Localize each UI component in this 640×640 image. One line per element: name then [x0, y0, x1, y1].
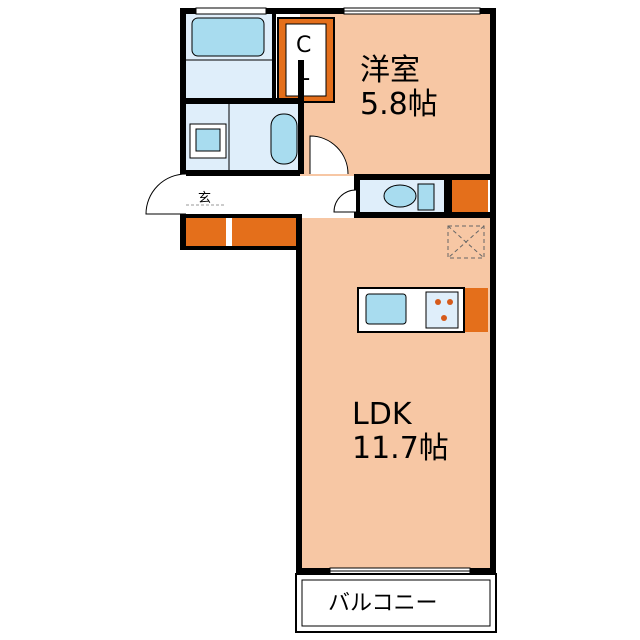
balcony-floor: [302, 574, 490, 624]
shoe-storage-left: [186, 218, 226, 246]
washing-machine-drum: [195, 128, 221, 152]
western-room-name: 洋室: [360, 53, 420, 88]
stove: [425, 291, 459, 329]
fridge-space: [462, 288, 488, 332]
western-room-size: 5.8帖: [360, 87, 438, 122]
shoe-storage-right: [232, 218, 300, 246]
ldk-name: LDK: [352, 397, 413, 432]
kitchen-sink: [365, 293, 407, 325]
wash-basin: [270, 113, 298, 165]
balcony-label: バルコニー: [328, 591, 438, 616]
western-room-door: [309, 135, 349, 175]
bathtub: [191, 17, 265, 57]
ldk-size: 11.7帖: [352, 431, 449, 466]
closet-label-l: L: [297, 61, 310, 86]
toilet-bowl: [383, 184, 417, 208]
ceiling-hatch: [447, 225, 485, 259]
window-bath: [195, 7, 267, 15]
ldk-floor: [302, 218, 490, 568]
entrance-label: 玄: [198, 191, 211, 206]
entrance-floor: [186, 176, 226, 216]
toilet-door: [333, 189, 357, 213]
balcony-outline: [295, 573, 497, 633]
closet-label-c: C: [296, 33, 311, 58]
entrance-door: [145, 173, 187, 215]
storage-toilet-side: [452, 178, 488, 216]
toilet-tank: [417, 183, 435, 211]
